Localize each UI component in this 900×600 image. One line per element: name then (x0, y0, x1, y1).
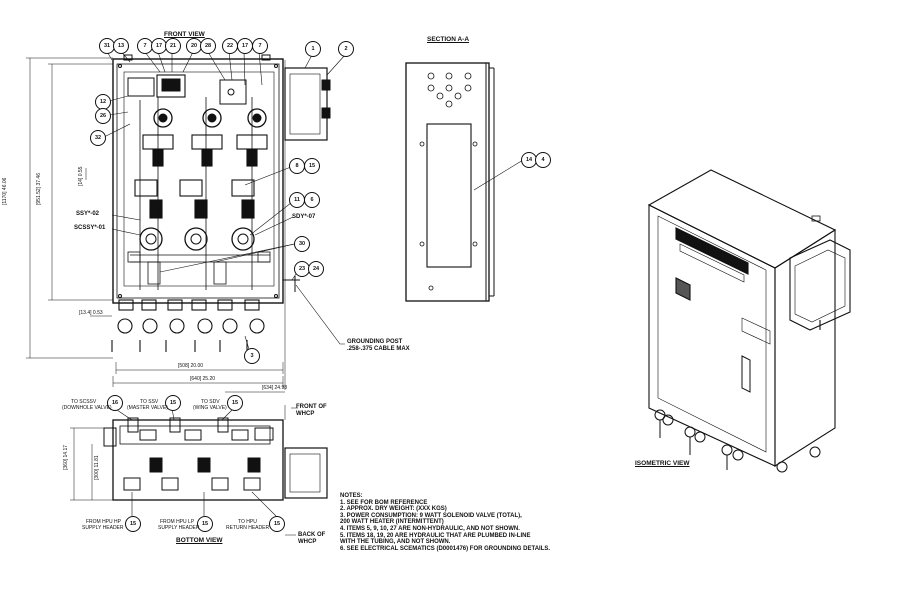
note-line: 200 WATT HEATER (INTERMITTENT) (340, 519, 444, 526)
front-of-whcp-sub-label: WHCP (296, 411, 315, 417)
callout-balloon: 1 (305, 41, 321, 57)
front-view-title: FRONT VIEW (164, 31, 205, 38)
dim-inner-height: [951.52] 37.46 (36, 173, 42, 205)
callout-balloon: 32 (90, 130, 106, 146)
from-hpu-hp-label: FROM HPU HP (86, 519, 121, 525)
callout-balloon: 7 (252, 38, 268, 54)
back-of-whcp-label: BACK OF (298, 532, 326, 538)
ssy-02-label: SSY*-02 (76, 211, 100, 217)
dim-left-offset: [13.4] 0.53 (79, 310, 103, 316)
section-a-a-drawing (405, 62, 524, 302)
dim-depth: [634] 24.98 (262, 385, 288, 391)
dim-overall-width: [640] 25.20 (190, 376, 216, 382)
callout-balloon: 15 (269, 516, 285, 532)
callout-balloon: 15 (304, 158, 320, 174)
sdy-07-label: SDY*-07 (292, 214, 316, 220)
isometric-view-drawing (647, 169, 851, 473)
to-sdv-label: TO SDV (201, 399, 220, 405)
to-hpu-sub-label: RETURN HEADER (226, 525, 270, 531)
dim-bottom-height-1: [360] 14.17 (63, 444, 69, 470)
callout-balloon: 6 (304, 192, 320, 208)
to-scssv-sub-label: (DOWNHOLE VALVE) (62, 405, 112, 411)
dim-top-offset: [14] 0.55 (78, 166, 84, 186)
callout-balloon: 26 (95, 108, 111, 124)
callout-balloon: 3 (244, 348, 260, 364)
callout-balloon: 15 (165, 395, 181, 411)
callout-balloon: 28 (200, 38, 216, 54)
back-of-whcp-sub-label: WHCP (298, 539, 317, 545)
callout-balloon: 30 (294, 236, 310, 252)
dim-lower-width: [508] 20.00 (178, 363, 204, 369)
to-ssv-label: TO SSV (140, 399, 159, 405)
callout-balloon: 4 (535, 152, 551, 168)
callout-balloon: 11 (289, 192, 305, 208)
front-of-whcp-label: FRONT OF (296, 404, 327, 410)
scssy-01-label: SCSSY*-01 (74, 225, 106, 231)
callout-balloon: 15 (125, 516, 141, 532)
to-hpu-label: TO HPU (238, 519, 257, 525)
note-line: 5. ITEMS 18, 19, 20 ARE HYDRAULIC THAT A… (340, 532, 531, 539)
note-line: 2. APPROX. DRY WEIGHT: (XXX KGS) (340, 506, 447, 513)
callout-balloon: 17 (237, 38, 253, 54)
dim-bottom-height-2: [300] 11.81 (94, 455, 100, 480)
to-sdv-sub-label: (WING VALVE) (193, 405, 227, 411)
note-line: 6. SEE ELECTRICAL SCEMATICS (D0001476) F… (340, 545, 551, 552)
front-view-drawing (26, 49, 346, 393)
from-hpu-hp-sub-label: SUPPLY HEADER (82, 525, 124, 531)
callout-balloon: 15 (197, 516, 213, 532)
dim-overall-height: [1170] 46.06 (2, 177, 8, 205)
note-line: 1. SEE FOR BOM REFERENCE (340, 499, 428, 506)
callout-balloon: 21 (165, 38, 181, 54)
note-line: 3. POWER CONSUMPTION: 9 WATT SOLENOID VA… (340, 512, 522, 519)
bottom-view-drawing (70, 405, 328, 536)
section-a-a-title: SECTION A-A (427, 36, 470, 43)
callout-balloon: 8 (289, 158, 305, 174)
notes-heading: NOTES: (340, 493, 363, 499)
grounding-cable-label: .258-.375 CABLE MAX (347, 346, 410, 352)
isometric-view-title: ISOMETRIC VIEW (635, 460, 690, 467)
callout-balloon: 15 (227, 395, 243, 411)
from-hpu-lp-label: FROM HPU LP (160, 519, 195, 525)
bottom-view-title: BOTTOM VIEW (176, 537, 223, 544)
from-hpu-lp-sub-label: SUPPLY HEADER (158, 525, 200, 531)
grounding-post-label: GROUNDING POST (347, 339, 403, 345)
to-scssv-label: TO SCSSV (71, 399, 97, 405)
callout-balloon: 22 (222, 38, 238, 54)
notes-block: NOTES: 1. SEE FOR BOM REFERENCE 2. APPRO… (340, 493, 550, 552)
callout-balloon: 2 (338, 41, 354, 57)
note-line: 4. ITEMS 5, 9, 10, 27 ARE NON-HYDRAULIC,… (340, 525, 520, 532)
to-ssv-sub-label: (MASTER VALVE) (127, 405, 168, 411)
callout-balloon: 13 (113, 38, 129, 54)
callout-balloon: 16 (107, 395, 123, 411)
callout-balloon: 24 (308, 261, 324, 277)
note-line: WITH THE TUBING, AND NOT SHOWN. (340, 539, 451, 546)
